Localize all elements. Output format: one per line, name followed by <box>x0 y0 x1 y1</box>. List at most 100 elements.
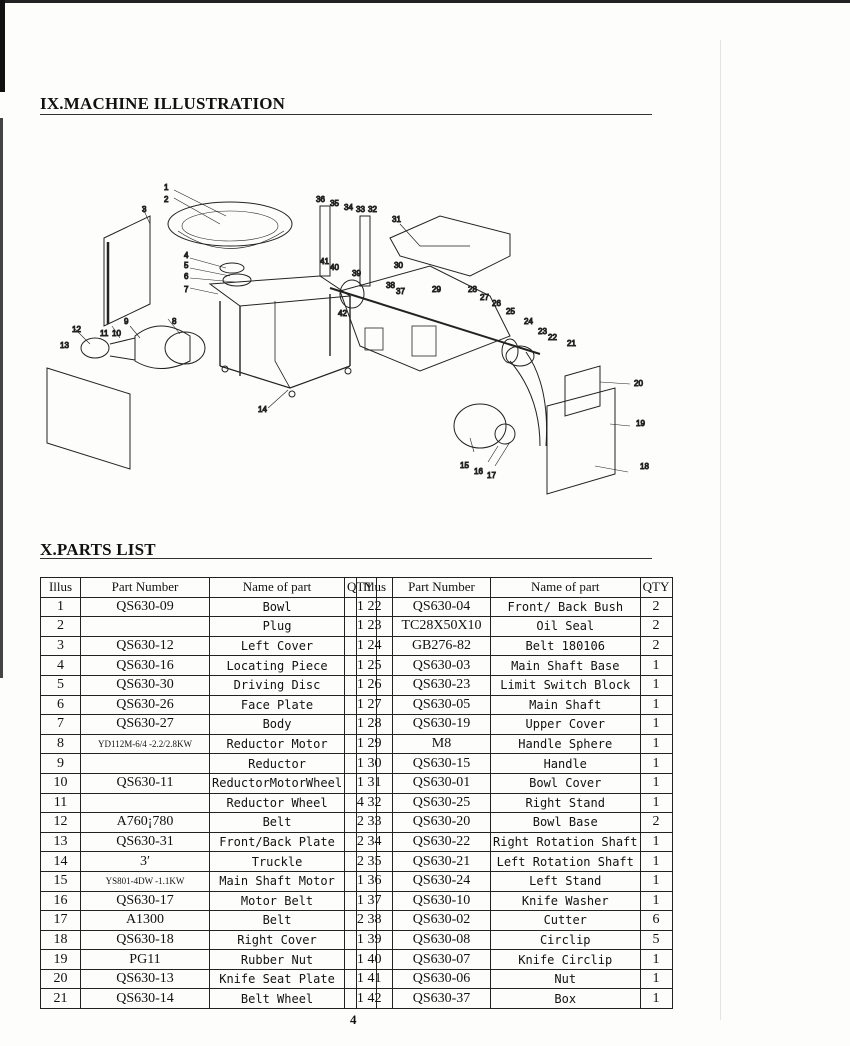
cell-part-name: Rubber Nut <box>208 949 346 970</box>
cell-part-number: QS630-30 <box>80 674 210 696</box>
cell-qty: 1 <box>639 753 673 774</box>
cell-part-number: QS630-31 <box>80 831 210 853</box>
upper-cover-drawing <box>389 215 511 277</box>
cell-part-number: QS630-14 <box>80 988 210 1010</box>
cell-illus: 10 <box>40 772 81 794</box>
cell-part-name: Plug <box>208 616 346 637</box>
heading-rule <box>40 558 652 559</box>
column-header-illus: Illus <box>40 577 81 598</box>
callout-30: 30 <box>394 261 403 270</box>
cell-illus: 38 <box>356 910 393 931</box>
cell-part-number: QS630-20 <box>392 812 491 833</box>
cell-illus: 9 <box>40 753 81 774</box>
body-frame-drawing <box>208 275 352 307</box>
callout-1: 1 <box>164 183 169 192</box>
callout-42: 42 <box>338 309 347 318</box>
cell-part-number: M8 <box>392 733 491 755</box>
cell-qty: 1 <box>639 694 673 716</box>
callout-38: 38 <box>386 281 395 290</box>
callout-9: 9 <box>124 317 129 326</box>
cell-part-number: QS630-12 <box>80 635 210 657</box>
cell-part-number: QS630-19 <box>392 714 491 735</box>
cell-part-name: Right Cover <box>208 929 346 951</box>
callout-17: 17 <box>487 471 496 480</box>
cell-part-number: QS630-02 <box>392 910 491 931</box>
callout-36: 36 <box>316 195 325 204</box>
cell-part-name: Reductor Motor <box>208 733 346 755</box>
main-shaft-motor-drawing <box>453 403 507 449</box>
illustration-heading: IX.MACHINE ILLUSTRATION <box>40 94 286 113</box>
parts-list-heading: X.PARTS LIST <box>40 540 156 559</box>
cell-part-name: Bowl Cover <box>490 772 641 794</box>
callout-12: 12 <box>72 325 81 334</box>
cell-qty: 1 <box>639 792 673 814</box>
cell-illus: 40 <box>356 949 393 970</box>
callout-23: 23 <box>538 327 547 336</box>
cell-illus: 26 <box>356 674 393 696</box>
cell-part-name: Bowl <box>208 596 346 618</box>
cell-part-name: Belt Wheel <box>208 988 346 1010</box>
cutter-drawing <box>339 279 365 309</box>
cell-part-number: QS630-15 <box>392 753 491 774</box>
reductor-wheel-drawing <box>80 337 110 359</box>
cell-part-number: A760¡780 <box>80 812 210 833</box>
callout-31: 31 <box>392 215 401 224</box>
cell-part-number <box>80 616 210 637</box>
cell-illus: 37 <box>356 890 393 912</box>
cell-part-number: PG11 <box>80 949 210 970</box>
cell-part-name: Face Plate <box>208 694 346 716</box>
cell-part-number: QS630-23 <box>392 674 491 696</box>
cell-illus: 35 <box>356 851 393 872</box>
cell-part-number: QS630-09 <box>80 596 210 618</box>
callout-18: 18 <box>640 462 649 471</box>
cell-part-number: QS630-03 <box>392 655 491 676</box>
cell-part-name: Driving Disc <box>208 674 346 696</box>
cell-part-number: QS630-26 <box>80 694 210 716</box>
callout-15: 15 <box>460 461 469 470</box>
cell-part-number: QS630-05 <box>392 694 491 716</box>
cell-illus: 21 <box>40 988 81 1010</box>
cell-part-name: Left Rotation Shaft <box>490 851 641 872</box>
cell-part-number <box>80 792 210 814</box>
cell-part-number: 3′ <box>80 851 210 872</box>
cell-part-name: Limit Switch Block <box>490 674 641 696</box>
cell-illus: 8 <box>40 733 81 755</box>
cell-illus: 6 <box>40 694 81 716</box>
cell-part-name: Circlip <box>490 929 641 951</box>
machine-illustration: 1 2 3 4 5 6 7 8 9 10 11 12 13 14 15 16 1… <box>40 176 660 506</box>
callout-19: 19 <box>636 419 645 428</box>
cell-part-name: Right Rotation Shaft <box>490 831 641 853</box>
cell-part-name: Handle <box>490 753 641 774</box>
callout-35: 35 <box>330 199 339 208</box>
cell-illus: 23 <box>356 616 393 637</box>
reductor-drawing <box>134 325 191 369</box>
column-header-name: Name of part <box>490 577 641 598</box>
callout-27: 27 <box>480 293 489 302</box>
reductor-motor-drawing <box>164 331 206 365</box>
cell-part-name: Main Shaft Base <box>490 655 641 676</box>
callout-25: 25 <box>506 307 515 316</box>
leader-lines <box>73 189 631 473</box>
cell-part-number <box>80 753 210 774</box>
callout-4: 4 <box>184 251 189 260</box>
cell-part-number: YS801-4DW -1.1KW <box>80 870 210 892</box>
cell-part-name: Knife Circlip <box>490 949 641 970</box>
